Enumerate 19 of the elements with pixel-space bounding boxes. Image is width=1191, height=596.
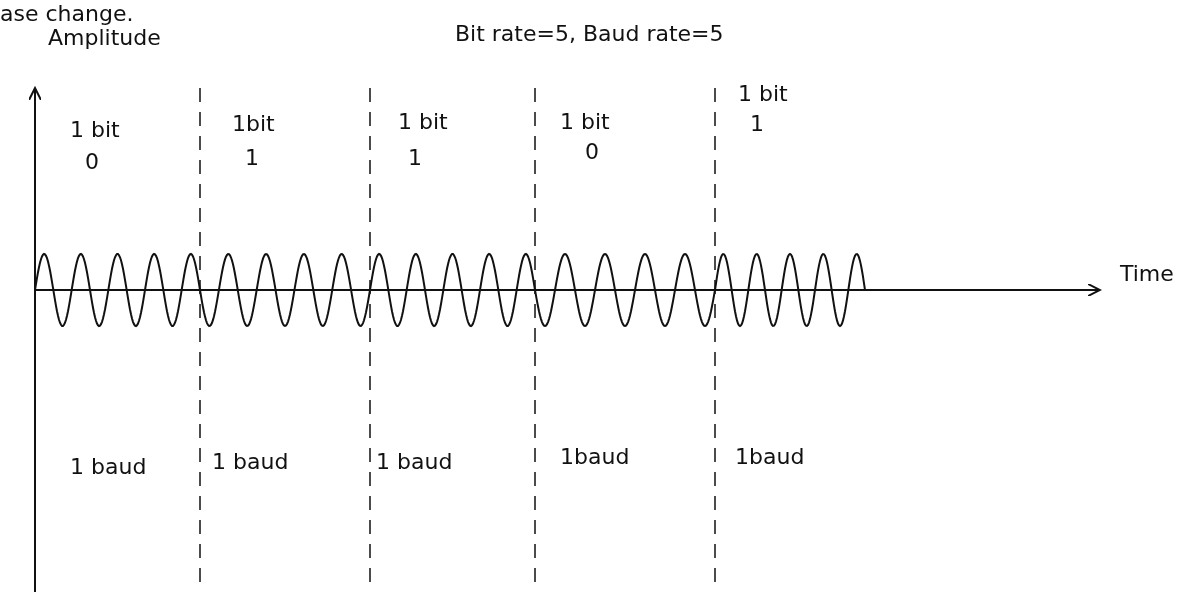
baud-label: 1baud	[560, 445, 630, 470]
bit-label: 1 bit	[738, 82, 788, 107]
baud-label: 1 baud	[70, 455, 147, 480]
bit-value: 1	[245, 146, 259, 171]
bit-value: 1	[408, 146, 422, 171]
heading-text: ase change.	[0, 2, 134, 27]
baud-label: 1 baud	[212, 450, 289, 475]
bit-label: 1 bit	[560, 110, 610, 135]
bit-label: 1 bit	[398, 110, 448, 135]
axis-label: Amplitude	[48, 26, 161, 51]
baud-label: 1baud	[735, 445, 805, 470]
bit-label: 1bit	[232, 112, 275, 137]
bit-value: 0	[85, 150, 99, 175]
bit-value: 0	[585, 140, 599, 165]
bit-label: 1 bit	[70, 118, 120, 143]
baud-label: 1 baud	[376, 450, 453, 475]
bit-value: 1	[750, 112, 764, 137]
axis-label: Time	[1120, 262, 1174, 287]
rate-note: Bit rate=5, Baud rate=5	[455, 22, 724, 47]
